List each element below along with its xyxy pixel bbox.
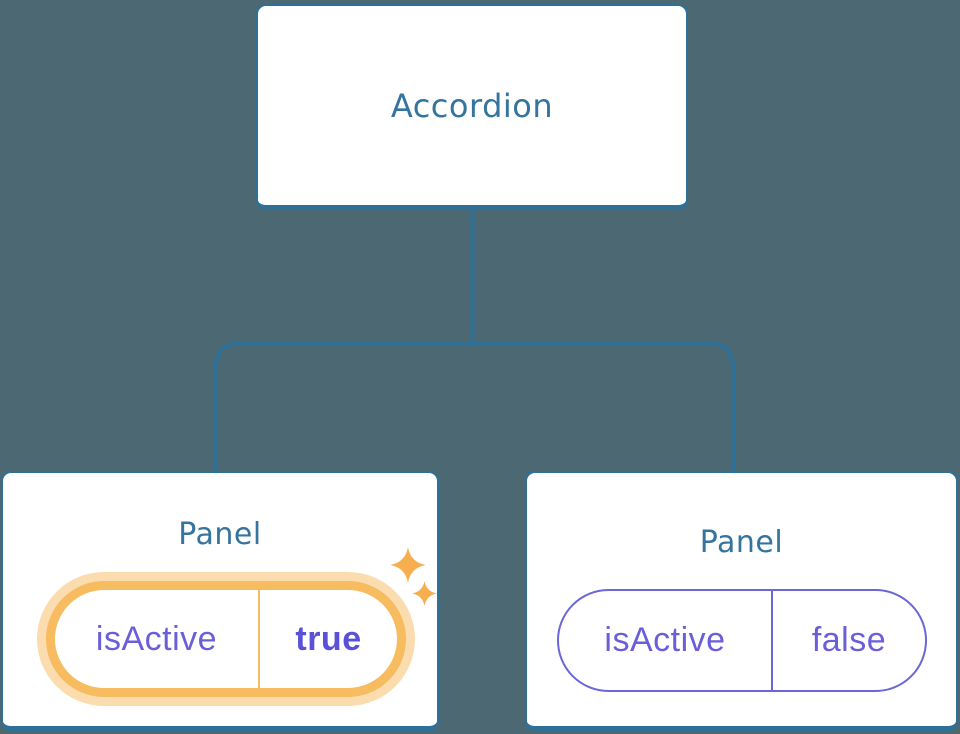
pill-divider xyxy=(258,590,260,688)
component-label-panel: Panel xyxy=(178,517,262,552)
connector-branch xyxy=(214,341,735,471)
component-label-panel: Panel xyxy=(699,525,784,560)
state-key: isActive xyxy=(604,621,726,659)
component-box-accordion: Accordion xyxy=(256,4,688,210)
state-value: true xyxy=(295,619,362,658)
component-box-panel-inactive: Panel isActive false xyxy=(525,471,958,731)
sparkles-icon xyxy=(412,581,437,606)
state-pill-inactive: isActive false xyxy=(557,589,927,692)
component-box-panel-active: Panel isActive true xyxy=(1,471,439,731)
state-key: isActive xyxy=(95,619,218,658)
state-pill-active: isActive true xyxy=(46,581,406,697)
pill-divider xyxy=(771,591,773,690)
state-value: false xyxy=(811,621,887,659)
sparkles-icon xyxy=(390,547,426,583)
component-label-accordion: Accordion xyxy=(390,86,554,125)
